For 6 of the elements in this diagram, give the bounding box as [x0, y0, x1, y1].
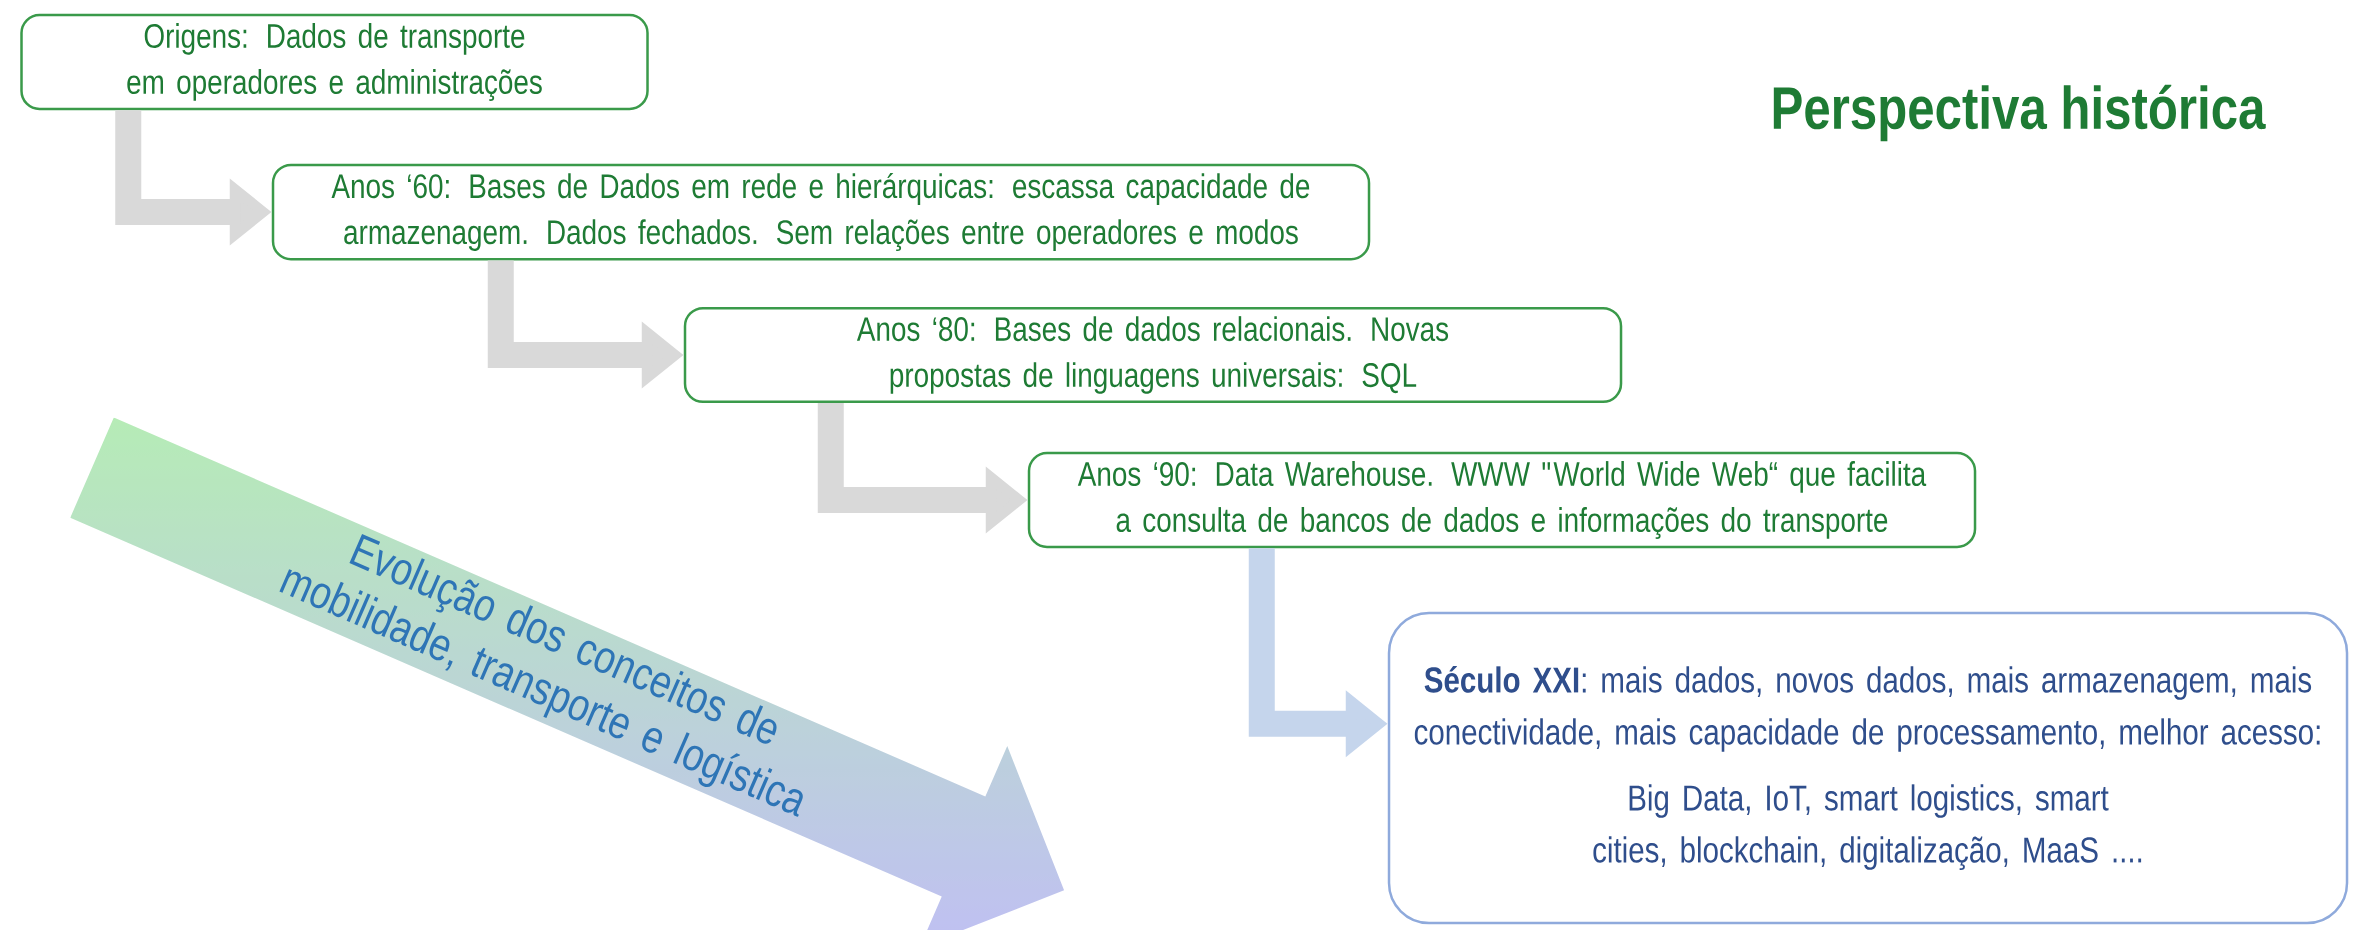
text-box: Anos ‘60: Bases de Dados em rede e hierárquicas: escassa capacidade de armazenagem. Dados fechados. Sem relações entre operadores e modos: [271, 163, 1371, 261]
text-box: Anos ‘80: Bases de dados relacionais. Novas propostas de linguagens universais: SQL: [683, 306, 1623, 404]
text-box: Século XXI: mais dados, novos dados, mais armazenagem, mais conectividade, mais capacidade de processamento, melhor acesso: Big Data, IoT, smart logistics, smart cities, blockchain, digitalização, MaaS ....: [1387, 611, 2349, 925]
title: Perspectiva histórica: [1773, 84, 2266, 142]
text-box: Origens: Dados de transporte em operadores e administrações: [20, 13, 649, 111]
text-box: Anos ‘90: Data Warehouse. WWW "World Wide Web“ que facilita a consulta de bancos de dados e informações do transporte: [1027, 451, 1977, 549]
